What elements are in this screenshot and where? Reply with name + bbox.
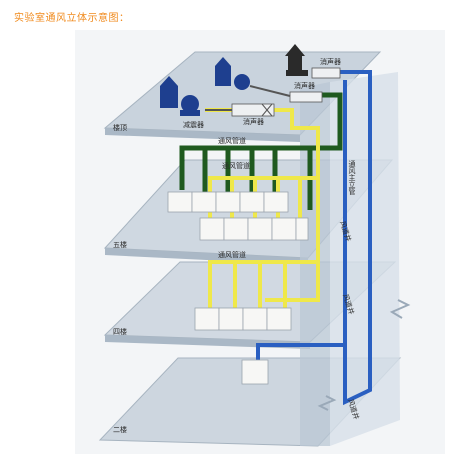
yellow-duct-floor4: [208, 260, 318, 310]
fume-hoods-floor5-front: [199, 217, 309, 241]
label-damper: 减震器: [183, 120, 204, 129]
silencer-top: [311, 67, 341, 79]
label-floor5: 五楼: [113, 240, 127, 249]
label-duct-floor4: 通风管道: [218, 250, 246, 259]
silencer-lower: [231, 103, 275, 117]
label-duct-upper: 通风管道: [218, 136, 246, 145]
label-silencer-top: 消声器: [320, 57, 341, 66]
yellow-duct-roof: [205, 108, 320, 302]
fan-unit-top: [285, 44, 308, 76]
fume-hood-floor2: [241, 359, 269, 385]
silencer-middle: [289, 91, 323, 103]
label-silencer-lower: 消声器: [243, 117, 264, 126]
shaft-side-wall: [330, 72, 400, 446]
label-floor2: 二楼: [113, 425, 127, 434]
label-silencer-middle: 消声器: [294, 81, 315, 90]
diagram-caption: 实验室通风立体示意图：: [14, 13, 130, 24]
label-roof: 楼顶: [113, 123, 127, 132]
fan-unit-middle: [215, 57, 250, 90]
fan-unit-left: [160, 76, 200, 116]
label-main-riser: 通风主立管: [348, 159, 356, 196]
label-duct-floor5: 通风管道: [222, 161, 250, 170]
label-floor4: 四楼: [113, 327, 127, 336]
fume-hoods-floor4: [194, 307, 292, 331]
fume-hoods-floor5-back: [167, 191, 289, 213]
